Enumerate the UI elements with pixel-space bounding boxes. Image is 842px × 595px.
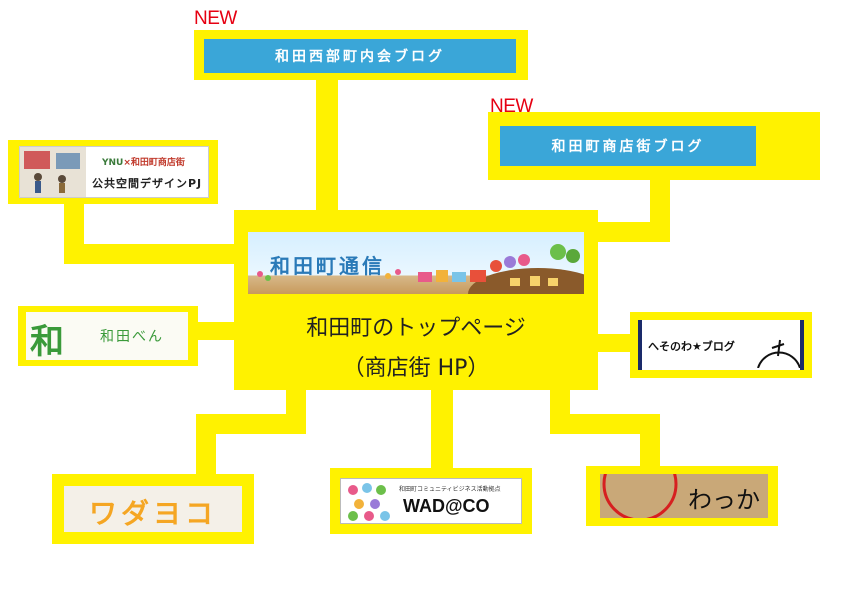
wadaco-node[interactable]: 和田町コミュニティビジネス活動拠点 WAD@CO bbox=[330, 468, 532, 534]
wadaben-node[interactable]: 和 和田べん bbox=[18, 306, 198, 366]
connector-wakka-v2 bbox=[640, 414, 660, 470]
ynu-collab-text: ×和田町商店街 bbox=[123, 158, 185, 168]
hesowa-label: へそのわ★ブログ bbox=[648, 338, 735, 354]
new-badge-top: NEW bbox=[194, 8, 237, 30]
wadaco-card[interactable]: 和田町コミュニティビジネス活動拠点 WAD@CO bbox=[340, 478, 522, 524]
wakka-circle-logo bbox=[600, 474, 680, 518]
wadaco-people-illustration bbox=[343, 480, 395, 524]
center-node[interactable]: 和田町通信 和田町のトップページ （商店街 HP） bbox=[234, 210, 598, 390]
tsushin-banner-label: 和田町通信 bbox=[270, 250, 385, 279]
top-blog-banner[interactable]: 和田西部町内会ブログ bbox=[204, 39, 516, 73]
wadaco-label: WAD@CO bbox=[403, 496, 490, 517]
hesowa-face-icon bbox=[754, 328, 802, 368]
top-blog-label: 和田西部町内会ブログ bbox=[275, 46, 445, 66]
right-blog-node[interactable]: 和田町商店街ブログ bbox=[488, 112, 820, 180]
connector-right-blog-h bbox=[590, 222, 670, 242]
ynu-street-illustration bbox=[20, 147, 86, 198]
ynu-logo-text: YNU bbox=[102, 158, 123, 168]
tsushin-banner[interactable]: 和田町通信 bbox=[248, 232, 584, 294]
right-blog-banner[interactable]: 和田町商店街ブログ bbox=[500, 126, 756, 166]
hesowa-node[interactable]: へそのわ★ブログ bbox=[630, 312, 812, 378]
wadaco-caption: 和田町コミュニティビジネス活動拠点 bbox=[399, 484, 501, 493]
connector-top bbox=[316, 80, 338, 215]
center-title-line2: （商店街 HP） bbox=[234, 350, 598, 382]
wadaben-card[interactable]: 和 和田べん bbox=[26, 312, 188, 360]
wagayoko-label: ワダヨコ bbox=[64, 492, 242, 532]
ynu-line2: 公共空間デザインPJ bbox=[92, 175, 202, 191]
ynu-card[interactable]: YNU×和田町商店街 公共空間デザインPJ bbox=[19, 146, 209, 198]
wakka-label: わっか bbox=[688, 480, 760, 515]
center-title-line1: 和田町のトップページ bbox=[234, 310, 598, 342]
ynu-line1: YNU×和田町商店街 bbox=[102, 155, 185, 168]
wagayoko-card[interactable]: ワダヨコ bbox=[64, 486, 242, 532]
wadaben-logo: 和 bbox=[30, 314, 64, 360]
connector-ynu-h bbox=[64, 244, 240, 264]
wakka-node[interactable]: わっか bbox=[586, 466, 778, 526]
right-blog-label: 和田町商店街ブログ bbox=[552, 136, 705, 156]
top-blog-node[interactable]: 和田西部町内会ブログ bbox=[194, 30, 528, 80]
wagayoko-node[interactable]: ワダヨコ bbox=[52, 474, 254, 544]
ynu-node[interactable]: YNU×和田町商店街 公共空間デザインPJ bbox=[8, 140, 218, 204]
connector-wadaco bbox=[431, 386, 453, 470]
wakka-card[interactable]: わっか bbox=[600, 474, 768, 518]
wadaben-label: 和田べん bbox=[100, 326, 164, 346]
connector-wagayoko-v2 bbox=[196, 414, 216, 480]
hesowa-card[interactable]: へそのわ★ブログ bbox=[638, 320, 804, 370]
